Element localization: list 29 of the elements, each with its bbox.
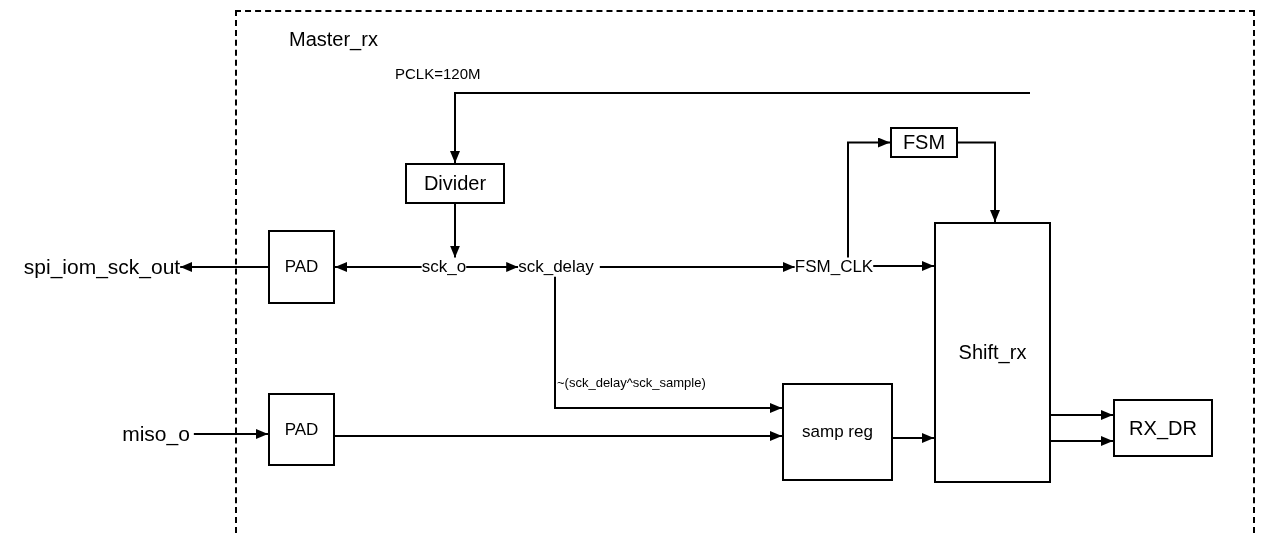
module-boundary: [235, 10, 1255, 533]
signal-arrow: [957, 141, 1000, 223]
block-box: Shift_rx: [934, 222, 1051, 483]
signal-arrow: [872, 261, 935, 271]
signal-arrow: [598, 262, 796, 272]
signal-name: sck_o: [421, 257, 467, 277]
block-box: PAD: [268, 230, 335, 304]
signal-arrow: [554, 275, 783, 413]
signal-arrow: [450, 203, 460, 259]
signal-arrow: [1050, 410, 1114, 420]
edge-label: ~(sck_delay^sck_sample): [557, 376, 706, 391]
module-title: Master_rx: [289, 28, 378, 51]
signal-arrow: [465, 262, 520, 272]
signal-name: sck_delay: [518, 257, 594, 277]
block-box: samp reg: [782, 383, 893, 481]
signal-arrow: [847, 137, 891, 259]
block-box: Divider: [405, 163, 505, 204]
block-box: FSM: [890, 127, 958, 158]
signal-name: FSM_CLK: [794, 257, 874, 277]
signal-arrow: [192, 429, 269, 439]
signal-arrow: [450, 92, 1031, 164]
block-box: PAD: [268, 393, 335, 466]
signal-arrow: [179, 262, 269, 272]
signal-arrow: [1050, 436, 1114, 446]
edge-label: PCLK=120M: [395, 66, 481, 83]
signal-arrow: [892, 433, 935, 443]
block-box: RX_DR: [1113, 399, 1213, 457]
signal-arrow: [334, 431, 783, 441]
signal-arrow: [334, 262, 423, 272]
